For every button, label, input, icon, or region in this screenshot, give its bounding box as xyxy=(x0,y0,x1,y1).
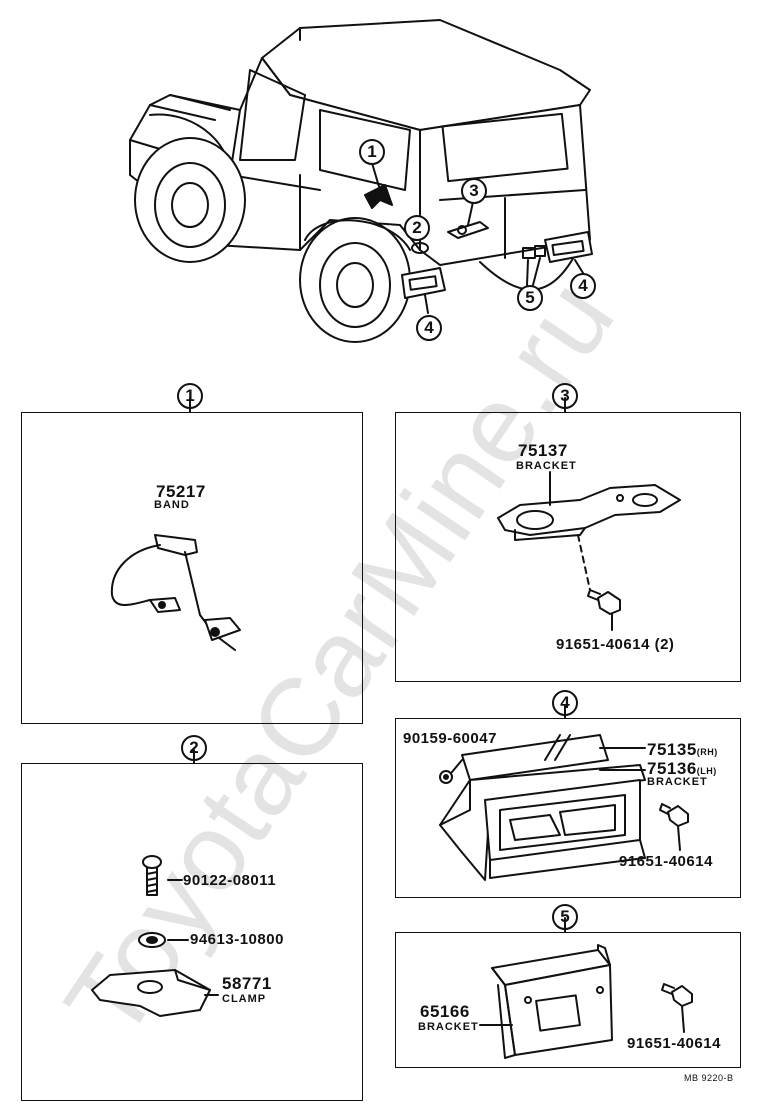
screw-part-number: 90122-08011 xyxy=(183,872,277,889)
bracket-lh-number: 75136 xyxy=(647,759,697,778)
diagram-code: MB 9220-B xyxy=(684,1073,734,1083)
callout-4-right: 4 xyxy=(570,273,596,299)
bracket-75137-part-number: 75137 xyxy=(518,441,568,460)
section-4-panel xyxy=(395,718,741,898)
callout-2: 2 xyxy=(404,215,430,241)
bracket-65166-part-number: 65166 xyxy=(420,1002,470,1021)
bracket-rh-number: 75135 xyxy=(647,740,697,759)
band-part-name: BAND xyxy=(154,499,190,511)
bracket-65166-name: BRACKET xyxy=(418,1021,479,1033)
section-2-panel xyxy=(21,763,363,1101)
bolt-91651-section-4: 91651-40614 xyxy=(619,853,713,870)
callout-3: 3 xyxy=(461,178,487,204)
clamp-part-name: CLAMP xyxy=(222,993,267,1005)
callout-1: 1 xyxy=(359,139,385,165)
bracket-75137-name: BRACKET xyxy=(516,460,577,472)
washer-part-number: 94613-10800 xyxy=(190,931,284,948)
screw-90159-part-number: 90159-60047 xyxy=(403,730,497,747)
bracket-rh-part-number: 75135(RH) xyxy=(647,740,718,760)
bracket-lh-part-number: 75136(LH) xyxy=(647,759,717,779)
rh-suffix: (RH) xyxy=(696,747,718,757)
section-3-panel xyxy=(395,412,741,682)
section-5-panel xyxy=(395,932,741,1068)
section-1-panel xyxy=(21,412,363,724)
vehicle-overview-illustration xyxy=(0,0,776,360)
lh-suffix: (LH) xyxy=(696,766,717,776)
callout-5: 5 xyxy=(517,285,543,311)
band-part-number: 75217 xyxy=(156,482,206,501)
callout-4-left: 4 xyxy=(416,315,442,341)
bolt-91651-qty-2: 91651-40614 (2) xyxy=(556,636,675,653)
bolt-91651-section-5: 91651-40614 xyxy=(627,1035,721,1052)
clamp-part-number: 58771 xyxy=(222,974,272,993)
bracket-75135-name: BRACKET xyxy=(647,776,708,788)
